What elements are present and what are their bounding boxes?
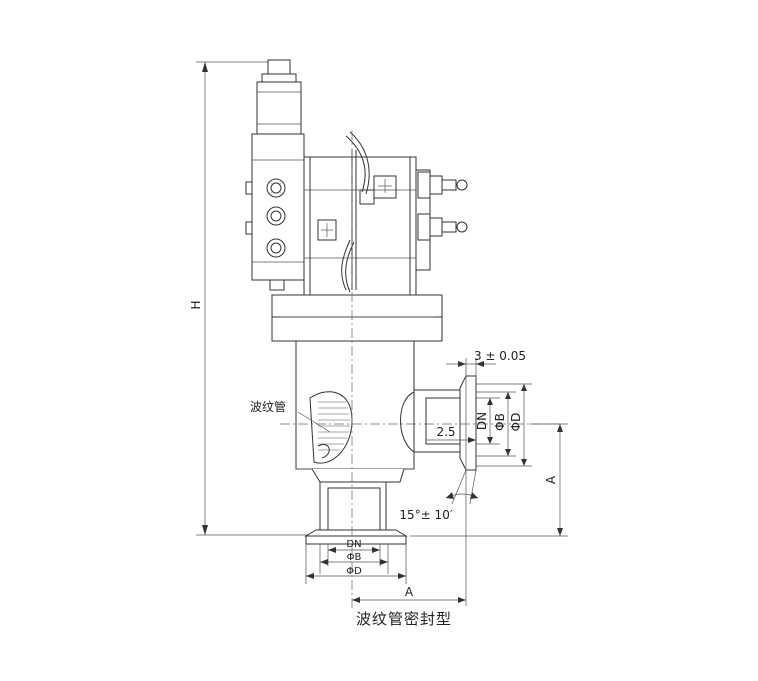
- dimension-a-bottom-label: A: [405, 585, 414, 599]
- bottom-port: [304, 481, 408, 545]
- phid-right-label: ΦD: [509, 413, 523, 432]
- center-lines: [280, 130, 560, 610]
- valve-body: [295, 340, 415, 483]
- limit-switch-upper: [417, 171, 468, 199]
- dimension-h-label: H: [189, 300, 203, 309]
- dimension-right-port: 3 ± 0.05 DN ΦB ΦD 2.5 A: [399, 349, 568, 537]
- bellows-label: 波纹管: [250, 399, 286, 414]
- solenoid-valve: [245, 59, 305, 291]
- actuator-head: [303, 131, 431, 296]
- dimension-bottom-port: DN ΦB ΦD A: [305, 470, 467, 606]
- tolerance-label: 3 ± 0.05: [474, 349, 526, 363]
- dimension-a-right-label: A: [544, 475, 558, 484]
- angle-label: 15°± 10′: [399, 508, 452, 522]
- dimension-h: H: [189, 61, 320, 536]
- dn-bottom-label: DN: [346, 539, 361, 550]
- limit-switch-lower: [417, 213, 468, 241]
- phib-right-label: ΦB: [493, 413, 507, 431]
- phid-bottom-label: ΦD: [346, 566, 362, 577]
- gap-label: 2.5: [436, 425, 455, 439]
- side-port: [400, 375, 477, 471]
- bellows-callout: 波纹管: [250, 399, 331, 433]
- dn-right-label: DN: [475, 412, 489, 430]
- phib-bottom-label: ΦB: [347, 552, 362, 563]
- drawing-caption: 波纹管密封型: [356, 610, 452, 628]
- bonnet-flange: [271, 294, 443, 342]
